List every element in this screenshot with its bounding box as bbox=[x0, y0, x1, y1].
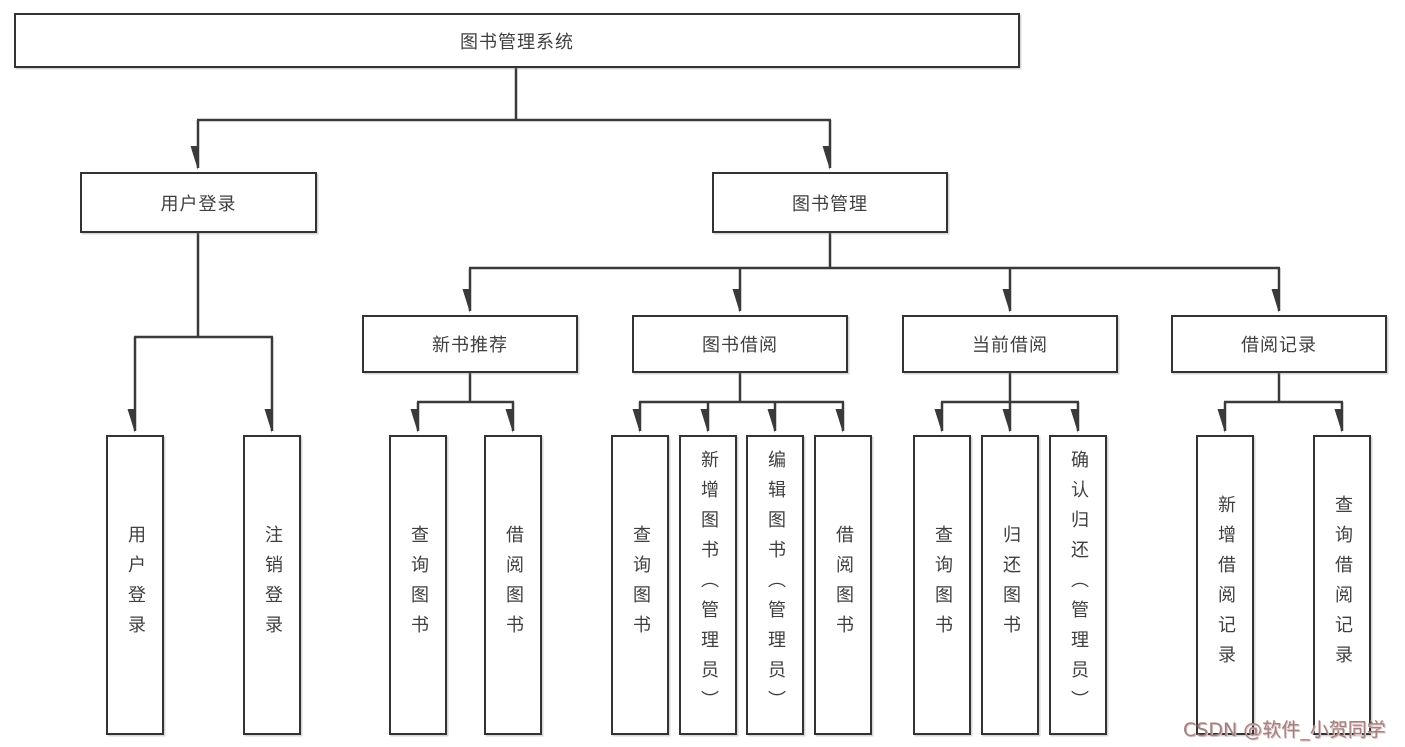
node-root: 图书管理系统 bbox=[14, 13, 1020, 68]
leaf-add-book-admin: 新增图书（管理员） bbox=[679, 435, 737, 735]
node-user-login-group: 用户登录 bbox=[80, 172, 317, 233]
node-borrow-record: 借阅记录 bbox=[1171, 315, 1387, 373]
leaf-edit-book-admin: 编辑图书（管理员） bbox=[746, 435, 804, 735]
leaf-user-login: 用户登录 bbox=[106, 435, 164, 735]
leaf-add-borrow-record: 新增借阅记录 bbox=[1196, 435, 1254, 735]
leaf-logout-label: 注销登录 bbox=[262, 525, 283, 645]
leaf-add-book-admin-label: 新增图书（管理员） bbox=[698, 450, 719, 720]
leaf-return-book: 归还图书 bbox=[981, 435, 1039, 735]
node-current-borrow: 当前借阅 bbox=[902, 315, 1118, 373]
leaf-borrow-book-recommend: 借阅图书 bbox=[484, 435, 542, 735]
leaf-logout: 注销登录 bbox=[243, 435, 301, 735]
leaf-return-book-label: 归还图书 bbox=[1000, 525, 1021, 645]
leaf-query-book-recommend-label: 查询图书 bbox=[408, 525, 429, 645]
node-book-management: 图书管理 bbox=[712, 172, 948, 233]
node-book-borrow: 图书借阅 bbox=[632, 315, 848, 373]
leaf-confirm-return-admin-label: 确认归还（管理员） bbox=[1068, 450, 1089, 720]
leaf-query-book-current-label: 查询图书 bbox=[932, 525, 953, 645]
leaf-query-borrow-record-label: 查询借阅记录 bbox=[1332, 495, 1353, 675]
node-new-book-recommend: 新书推荐 bbox=[362, 315, 578, 373]
leaf-query-book-recommend: 查询图书 bbox=[389, 435, 447, 735]
leaf-confirm-return-admin: 确认归还（管理员） bbox=[1049, 435, 1107, 735]
leaf-borrow-book-label: 借阅图书 bbox=[833, 525, 854, 645]
leaf-query-book-borrow: 查询图书 bbox=[611, 435, 669, 735]
leaf-edit-book-admin-label: 编辑图书（管理员） bbox=[765, 450, 786, 720]
leaf-user-login-label: 用户登录 bbox=[125, 525, 146, 645]
csdn-watermark: CSDN @软件_小贺同学 bbox=[1183, 719, 1386, 741]
leaf-borrow-book: 借阅图书 bbox=[814, 435, 872, 735]
leaf-query-book-borrow-label: 查询图书 bbox=[630, 525, 651, 645]
leaf-query-book-current: 查询图书 bbox=[913, 435, 971, 735]
leaf-query-borrow-record: 查询借阅记录 bbox=[1313, 435, 1371, 735]
leaf-borrow-book-recommend-label: 借阅图书 bbox=[503, 525, 524, 645]
leaf-add-borrow-record-label: 新增借阅记录 bbox=[1215, 495, 1236, 675]
